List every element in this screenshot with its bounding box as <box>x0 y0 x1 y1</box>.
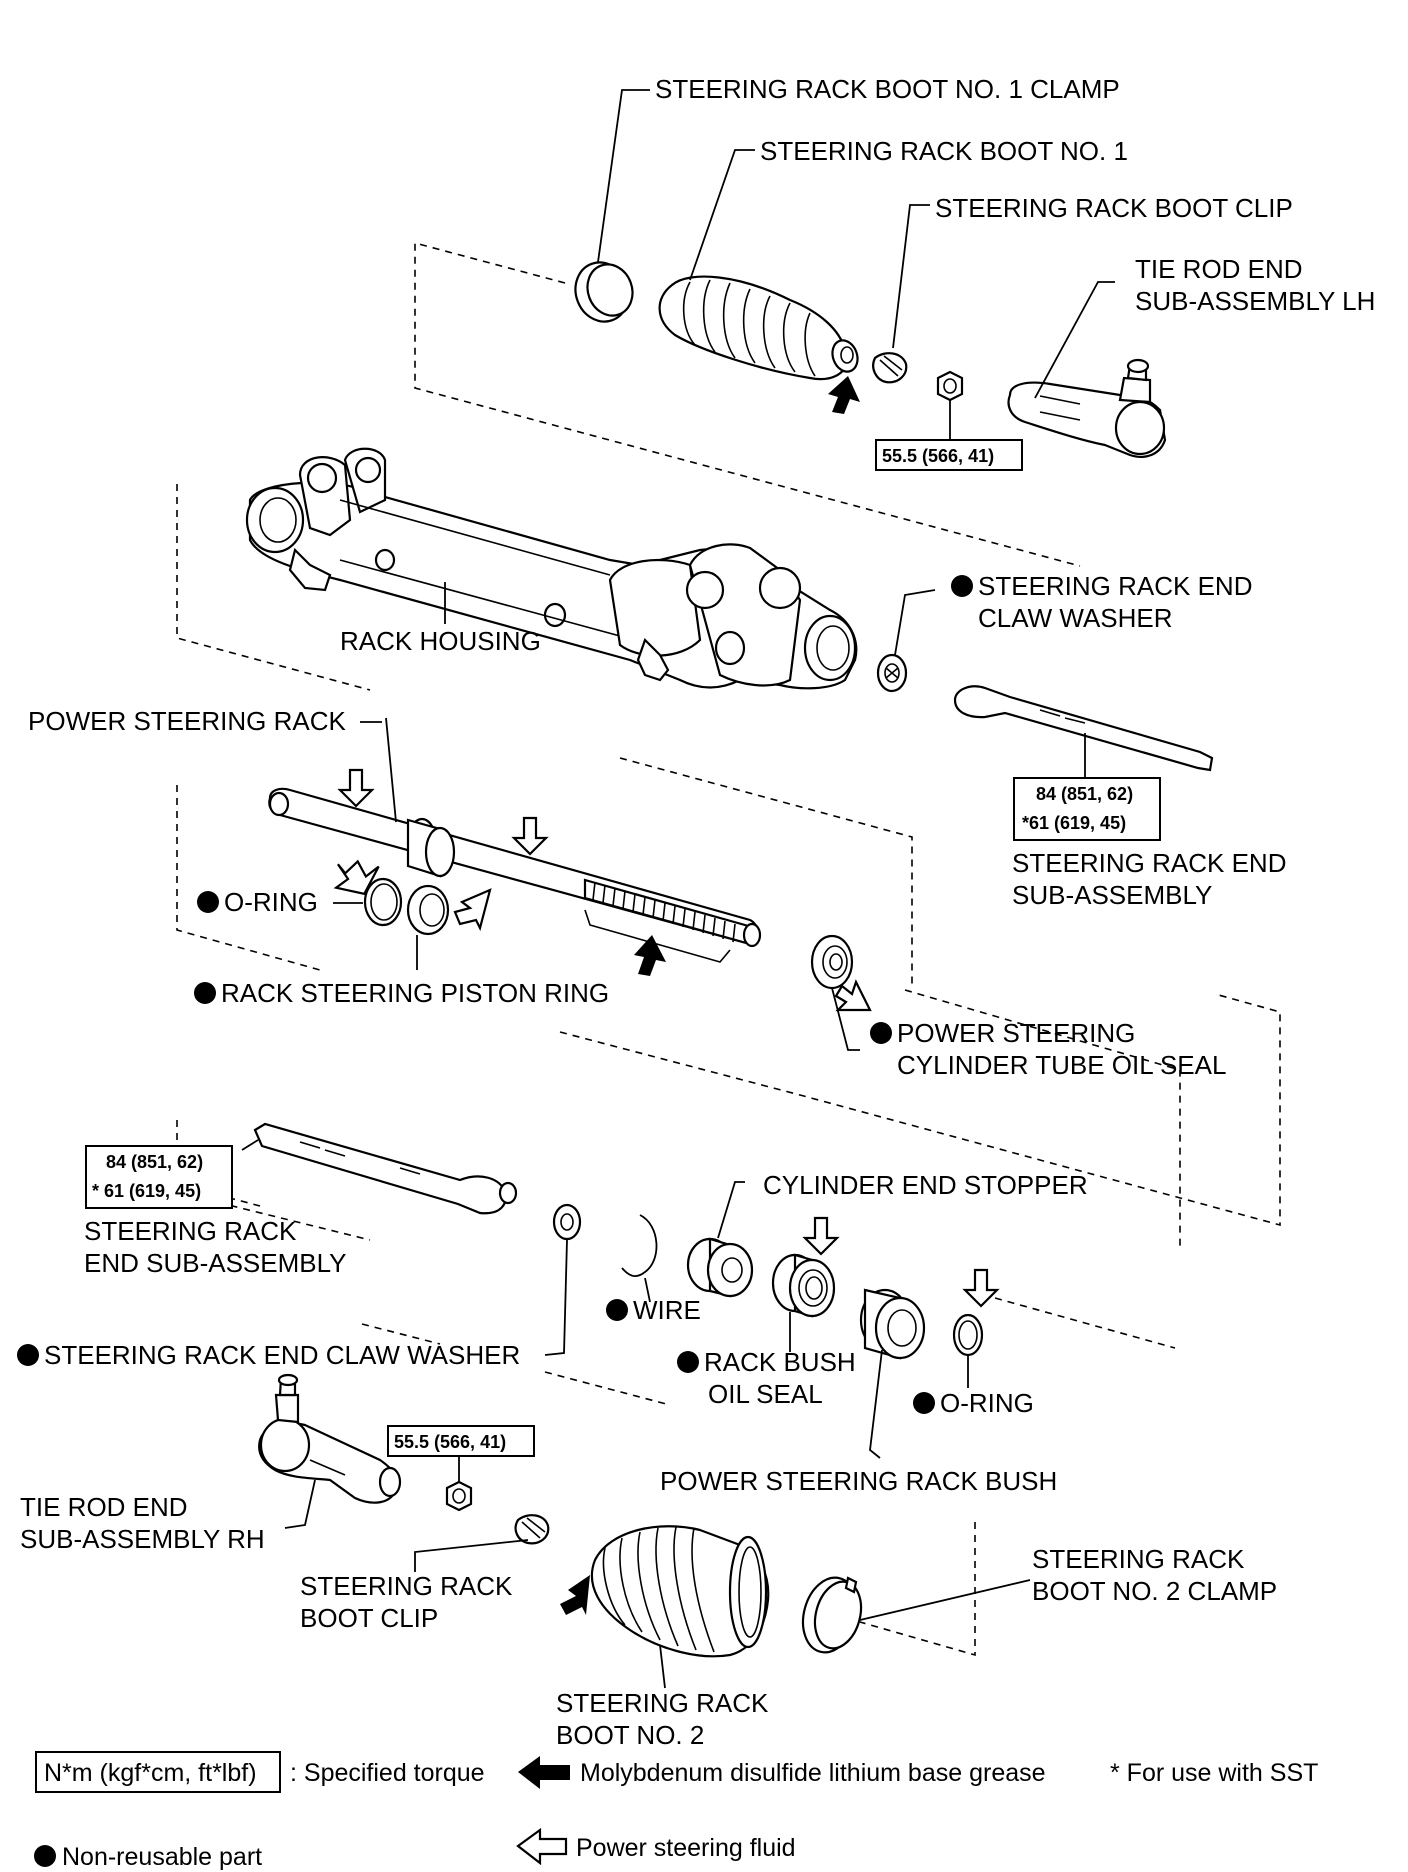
fluid-arrow-icon <box>802 1216 1000 1308</box>
label-boot-clip-top: STEERING RACK BOOT CLIP <box>935 193 1293 223</box>
torque-rack-end-top-2: *61 (619, 45) <box>1022 813 1126 833</box>
label-cylinder-end-stopper: CYLINDER END STOPPER <box>763 1170 1088 1200</box>
torque-rack-end-bottom-2: * 61 (619, 45) <box>92 1181 201 1201</box>
label-o-ring-bottom: O-RING <box>940 1388 1034 1418</box>
grease-arrow-icon <box>518 1756 570 1789</box>
boot-clip-top-part <box>872 352 908 384</box>
claw-washer-top-part <box>876 653 908 693</box>
rack-end-top-part <box>953 685 1214 772</box>
label-boot1-clamp: STEERING RACK BOOT NO. 1 CLAMP <box>655 74 1120 104</box>
boot1-part <box>658 275 859 381</box>
non-reusable-dot-icon <box>951 575 973 597</box>
label-tie-rod-rh-2: SUB-ASSEMBLY RH <box>20 1524 265 1554</box>
non-reusable-dot-icon <box>34 1845 56 1867</box>
boot2-part <box>590 1525 770 1658</box>
label-bush-oil-seal-2: OIL SEAL <box>708 1379 823 1409</box>
non-reusable-dot-icon <box>197 891 219 913</box>
non-reusable-dot-icon <box>870 1022 892 1044</box>
label-boot2-clamp-2: BOOT NO. 2 CLAMP <box>1032 1576 1277 1606</box>
non-reusable-dot-icon <box>913 1392 935 1414</box>
legend-fluid: Power steering fluid <box>576 1834 796 1862</box>
label-boot2-1: STEERING RACK <box>556 1688 769 1718</box>
label-piston-ring: RACK STEERING PISTON RING <box>221 978 609 1008</box>
label-tie-rod-lh-2: SUB-ASSEMBLY LH <box>1135 286 1375 316</box>
rack-bush-oil-seal-part <box>771 1253 836 1318</box>
label-bush-oil-seal-1: RACK BUSH <box>704 1347 856 1377</box>
boot1-clamp-part <box>574 261 634 323</box>
legend-non-reusable: Non-reusable part <box>62 1843 262 1871</box>
label-o-ring-top: O-RING <box>224 887 318 917</box>
grease-arrow-icon <box>560 1575 590 1615</box>
grease-arrow-icon <box>828 376 860 414</box>
label-claw-washer-top-2: CLAW WASHER <box>978 603 1173 633</box>
label-ps-rack-bush: POWER STEERING RACK BUSH <box>660 1466 1057 1496</box>
non-reusable-dot-icon <box>17 1344 39 1366</box>
non-reusable-dot-icon <box>194 982 216 1004</box>
o-ring-top-part <box>363 877 403 927</box>
label-cyl-oil-seal-2: CYLINDER TUBE OIL SEAL <box>897 1050 1226 1080</box>
torque-box-tie-rod-rh <box>387 1425 535 1457</box>
legend-torque-desc: : Specified torque <box>290 1759 485 1787</box>
label-rack-housing: RACK HOUSING <box>340 626 541 656</box>
label-rack-end-top-1: STEERING RACK END <box>1012 848 1287 878</box>
tie-rod-end-lh-part <box>1007 358 1167 458</box>
rack-housing-part <box>245 447 858 690</box>
label-boot-clip-bottom-2: BOOT CLIP <box>300 1603 438 1633</box>
label-boot-clip-bottom-1: STEERING RACK <box>300 1571 513 1601</box>
claw-washer-bottom-part <box>552 1203 582 1241</box>
torque-box-rack-end-bottom <box>85 1145 233 1209</box>
label-rack-end-bottom-2: END SUB-ASSEMBLY <box>84 1248 346 1278</box>
power-steering-rack-part <box>268 787 762 963</box>
tie-rod-end-rh-part <box>258 1373 402 1504</box>
fluid-arrow-icon <box>516 1827 568 1866</box>
o-ring-bottom-part <box>952 1313 984 1357</box>
torque-rack-end-top-1: 84 (851, 62) <box>1036 784 1133 804</box>
torque-box-tie-rod-lh <box>875 439 1023 471</box>
label-boot1: STEERING RACK BOOT NO. 1 <box>760 136 1128 166</box>
nut-bottom-part <box>445 1480 473 1512</box>
label-wire: WIRE <box>633 1295 701 1325</box>
cylinder-tube-oil-seal-part <box>810 934 854 990</box>
legend-torque-unit: N*m (kgf*cm, ft*lbf) <box>44 1759 257 1787</box>
non-reusable-dot-icon <box>606 1299 628 1321</box>
torque-tie-rod-rh: 55.5 (566, 41) <box>394 1432 506 1452</box>
legend-grease: Molybdenum disulfide lithium base grease <box>580 1759 1046 1787</box>
rack-end-bottom-part <box>253 1122 518 1215</box>
label-tie-rod-lh-1: TIE ROD END <box>1135 254 1303 284</box>
assembly-guide-lines <box>176 241 1281 1657</box>
power-steering-rack-bush-part <box>859 1288 926 1360</box>
torque-box-rack-end-top <box>1013 777 1161 841</box>
non-reusable-dot-icon <box>677 1351 699 1373</box>
label-tie-rod-rh-1: TIE ROD END <box>20 1492 188 1522</box>
label-power-steering-rack: POWER STEERING RACK <box>28 706 346 736</box>
nut-top-part <box>936 370 964 402</box>
piston-ring-part <box>406 884 450 936</box>
wire-part <box>621 1214 658 1277</box>
torque-tie-rod-lh: 55.5 (566, 41) <box>882 446 994 466</box>
label-rack-end-bottom-1: STEERING RACK <box>84 1216 297 1246</box>
label-rack-end-top-2: SUB-ASSEMBLY <box>1012 880 1212 910</box>
boot-clip-bottom-part <box>514 1514 550 1545</box>
label-boot2-2: BOOT NO. 2 <box>556 1720 704 1750</box>
legend-sst: * For use with SST <box>1110 1759 1318 1787</box>
legend-torque-box <box>35 1751 281 1793</box>
label-claw-washer-top-1: STEERING RACK END <box>978 571 1253 601</box>
boot2-clamp-part <box>801 1576 863 1654</box>
fluid-arrow-icon <box>333 768 872 1012</box>
torque-rack-end-bottom-1: 84 (851, 62) <box>106 1152 203 1172</box>
label-claw-washer-bottom: STEERING RACK END CLAW WASHER <box>44 1340 520 1370</box>
legend: N*m (kgf*cm, ft*lbf) : Specified torque … <box>34 1751 1318 1871</box>
grease-arrow-icon <box>634 935 666 976</box>
label-cyl-oil-seal-1: POWER STEERING <box>897 1018 1135 1048</box>
label-boot2-clamp-1: STEERING RACK <box>1032 1544 1245 1574</box>
cylinder-end-stopper-part <box>686 1237 754 1298</box>
